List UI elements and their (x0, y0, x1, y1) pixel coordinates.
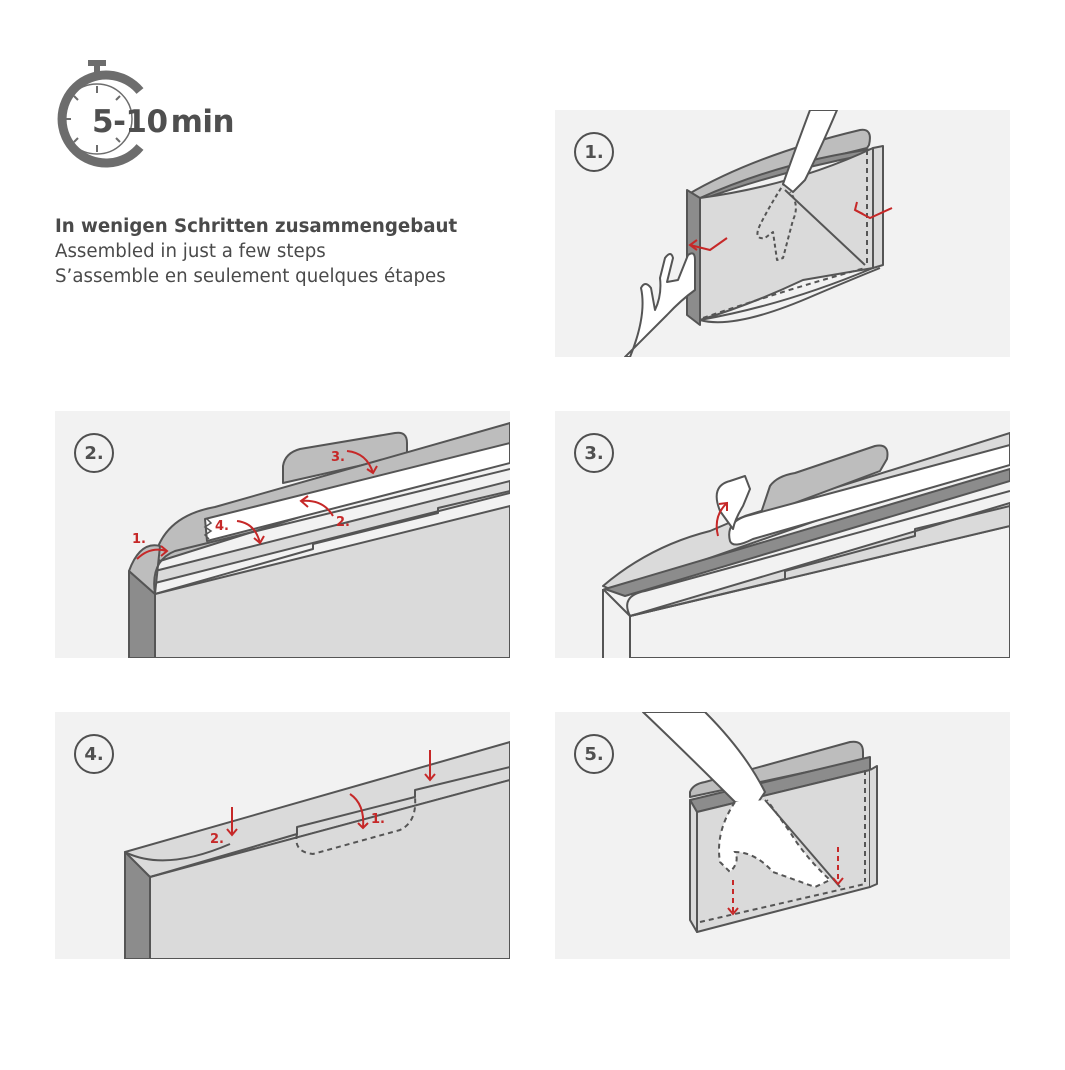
step-4-label-2: 2. (210, 832, 224, 847)
stopwatch-icon (57, 60, 144, 168)
step-1-panel: 1. (555, 110, 1010, 357)
step-2-label-4: 4. (215, 519, 229, 534)
step-4-label-1: 1. (371, 812, 385, 827)
step-2-illustration: 1. 2. 3. 4. (128, 422, 510, 658)
step-1-badge: 1. (574, 132, 614, 172)
step-2-panel: 1. 2. 3. 4. 2. (55, 411, 510, 658)
step-2-label-2: 2. (336, 515, 350, 530)
step-4-panel: 1. 2. 4. (55, 712, 510, 959)
step-2-label-3: 3. (331, 450, 345, 465)
step-1-illustration (624, 110, 893, 357)
step-3-panel: 3. (555, 411, 1010, 658)
step-2-label-1: 1. (132, 532, 146, 547)
step-3-illustration (602, 432, 1010, 658)
intro-text: In wenigen Schritten zusammengebaut Asse… (55, 214, 457, 289)
step-4-badge: 4. (74, 734, 114, 774)
step-4-illustration: 1. 2. (124, 741, 510, 959)
duration-label: 5-10min (92, 104, 235, 140)
intro-german: In wenigen Schritten zusammengebaut (55, 216, 458, 237)
intro-english: Assembled in just a few steps (55, 241, 326, 262)
step-5-panel: 5. (555, 712, 1010, 959)
step-3-badge: 3. (574, 433, 614, 473)
step-5-badge: 5. (574, 734, 614, 774)
step-5-illustration (642, 712, 878, 933)
intro-french: S’assemble en seulement quelques étapes (55, 266, 446, 287)
step-2-badge: 2. (74, 433, 114, 473)
